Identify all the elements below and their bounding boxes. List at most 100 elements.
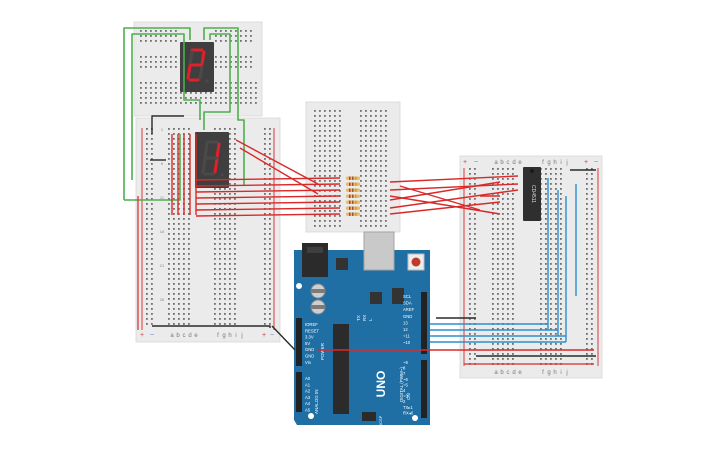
- breadboard-hole: [512, 353, 514, 355]
- breadboard-hole: [370, 150, 372, 152]
- breadboard-hole: [545, 333, 547, 335]
- breadboard-hole: [329, 160, 331, 162]
- wire-green[interactable]: [123, 27, 191, 200]
- breadboard-hole: [225, 92, 227, 94]
- wire-green[interactable]: [203, 33, 231, 130]
- breadboard-hole: [170, 97, 172, 99]
- breadboard-hole: [264, 283, 266, 285]
- wire-red[interactable]: [195, 213, 341, 217]
- breadboard-hole: [329, 150, 331, 152]
- wire-green[interactable]: [203, 27, 245, 186]
- wire-red[interactable]: [389, 181, 501, 201]
- seven-segment-display-bottom[interactable]: [195, 132, 229, 188]
- cd4511-chip[interactable]: CD4511: [523, 167, 541, 221]
- column-label: d: [512, 160, 515, 166]
- wire-layer[interactable]: [123, 27, 596, 365]
- breadboard-hole: [269, 283, 271, 285]
- breadboard-hole: [234, 273, 236, 275]
- breadboard-hole: [540, 358, 542, 360]
- wire-red[interactable]: [389, 195, 501, 215]
- wire-red[interactable]: [389, 175, 519, 183]
- breadboard-hole: [214, 188, 216, 190]
- breadboard-hole: [234, 248, 236, 250]
- wire-red[interactable]: [195, 207, 341, 211]
- wire-red[interactable]: [195, 189, 341, 193]
- breadboard-hole: [365, 180, 367, 182]
- breadboard-hole: [380, 195, 382, 197]
- breadboard-hole: [550, 283, 552, 285]
- breadboard-hole: [269, 278, 271, 280]
- breadboard-hole: [497, 263, 499, 265]
- breadboard-hole: [245, 87, 247, 89]
- breadboard-hole: [492, 238, 494, 240]
- breadboard-hole: [219, 318, 221, 320]
- breadboard-hole: [151, 273, 153, 275]
- icsp-label: ICSP: [378, 415, 383, 425]
- breadboard-hole: [586, 268, 588, 270]
- breadboard-hole: [319, 130, 321, 132]
- breadboard-hole: [474, 348, 476, 350]
- wire-red[interactable]: [195, 183, 341, 187]
- breadboard-hole: [234, 193, 236, 195]
- breadboard-hole: [502, 268, 504, 270]
- breadboard-hole: [540, 248, 542, 250]
- breadboard-hole: [497, 288, 499, 290]
- wire-red[interactable]: [235, 139, 319, 185]
- breadboard-small-middle[interactable]: [305, 101, 401, 233]
- breadboard-hole: [586, 333, 588, 335]
- breadboard-hole: [264, 303, 266, 305]
- breadboard-hole: [375, 145, 377, 147]
- wire-red[interactable]: [239, 147, 319, 195]
- breadboard-hole: [370, 175, 372, 177]
- wire-red[interactable]: [389, 189, 519, 209]
- breadboard-hole: [360, 175, 362, 177]
- breadboard-hole: [219, 308, 221, 310]
- pin-label: SDA: [403, 301, 412, 306]
- breadboard-hole: [550, 173, 552, 175]
- breadboard-hole: [224, 303, 226, 305]
- breadboard-hole: [188, 153, 190, 155]
- wire-red[interactable]: [195, 201, 341, 205]
- wire-black[interactable]: [151, 115, 184, 134]
- resistor-array[interactable]: [346, 176, 360, 216]
- breadboard-hole: [370, 190, 372, 192]
- breadboard-hole: [497, 308, 499, 310]
- breadboard-hole: [329, 140, 331, 142]
- breadboard-hole: [512, 303, 514, 305]
- breadboard-hole: [469, 308, 471, 310]
- breadboard-hole: [229, 243, 231, 245]
- wire-red[interactable]: [195, 177, 341, 181]
- wire-red[interactable]: [195, 195, 341, 199]
- wire-black[interactable]: [271, 325, 296, 351]
- breadboard-hole: [264, 288, 266, 290]
- arduino-uno-board[interactable]: UNO TX RX L ON ICSP POWER ANALOG IN DIGI…: [294, 231, 430, 425]
- breadboard-hole: [178, 128, 180, 130]
- wire-black[interactable]: [152, 325, 271, 328]
- breadboard-hole: [360, 225, 362, 227]
- wire-green[interactable]: [124, 134, 181, 201]
- breadboard-hole: [380, 225, 382, 227]
- breadboard-hole: [235, 92, 237, 94]
- wire-red[interactable]: [389, 201, 501, 215]
- wire-red[interactable]: [399, 185, 481, 211]
- breadboard-hole: [229, 323, 231, 325]
- breadboard-hole: [370, 110, 372, 112]
- breadboard-hole: [145, 61, 147, 63]
- breadboard-hole: [155, 30, 157, 32]
- breadboard-hole: [586, 273, 588, 275]
- breadboard-hole: [365, 175, 367, 177]
- breadboard-hole: [178, 238, 180, 240]
- breadboard-hole: [492, 248, 494, 250]
- breadboard-hole: [183, 223, 185, 225]
- reset-button[interactable]: [407, 253, 425, 271]
- breadboard-hole: [173, 188, 175, 190]
- seven-segment-display-top[interactable]: [180, 42, 214, 92]
- breadboard-hole: [214, 253, 216, 255]
- breadboard-hole: [173, 323, 175, 325]
- breadboard-hole: [469, 268, 471, 270]
- wire-green[interactable]: [131, 33, 201, 180]
- breadboard-hole: [140, 82, 142, 84]
